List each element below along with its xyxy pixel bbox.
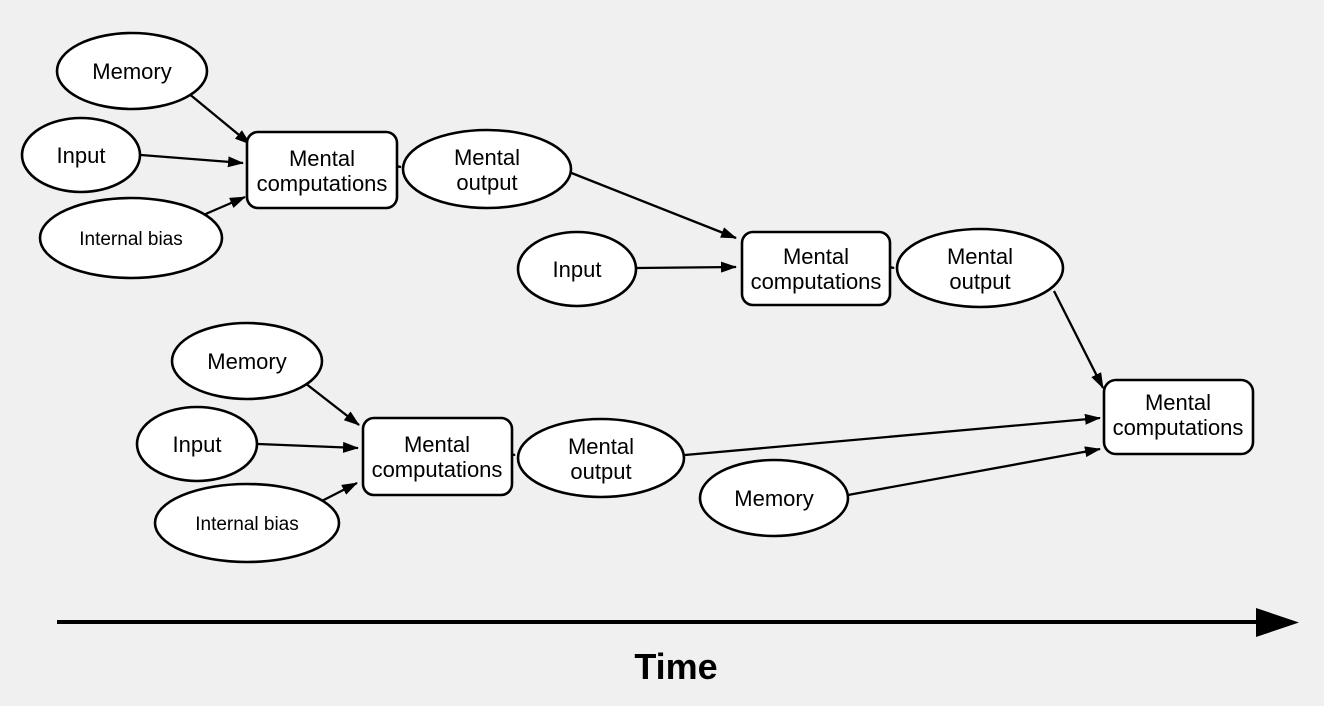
arrow-output1-to-computations2: [568, 170, 737, 240]
mental-output-ellipse-3: [516, 417, 686, 499]
time-axis-arrowhead-icon: [1256, 608, 1299, 637]
node-internal-bias-1: Internal bias: [38, 196, 224, 280]
node-memory-2: Memory: [170, 321, 324, 401]
mental-output-ellipse-2: [895, 227, 1065, 309]
node-internal-bias-2: Internal bias: [153, 482, 341, 564]
mental-computations-box-3: [361, 416, 514, 497]
mental-computations-box-1: [245, 130, 399, 210]
internal-bias-ellipse-2: [153, 482, 341, 564]
memory-2-label: Memory: [207, 349, 286, 374]
time-axis-label: Time: [634, 646, 717, 687]
node-input-3: Input: [135, 405, 259, 483]
mental-output-ellipse-1: [401, 128, 573, 210]
node-input-2: Input: [516, 230, 638, 308]
input-1-label: Input: [57, 143, 106, 168]
internal-bias-2-label: Internal bias: [195, 514, 299, 535]
memory-ellipse-1: [55, 31, 209, 111]
memory-ellipse-2: [170, 321, 324, 401]
arrow-memory3-to-computations4: [847, 446, 1101, 497]
mental-computations-3-line1: Mental: [404, 432, 470, 457]
mental-computations-4-line1: Mental: [1145, 390, 1211, 415]
mental-computations-2-line2: computations: [751, 269, 882, 294]
node-mental-computations-4: Mental computations: [1102, 378, 1255, 456]
mental-computations-3-line2: computations: [372, 457, 503, 482]
arrow-memory1-to-computations1: [181, 87, 251, 145]
arrow-output2-to-computations4: [1052, 290, 1105, 389]
memory-ellipse-3: [698, 458, 850, 538]
input-2-label: Input: [553, 257, 602, 282]
node-memory-1: Memory: [55, 31, 209, 111]
input-ellipse-3: [135, 405, 259, 483]
node-mental-computations-2: Mental computations: [740, 230, 892, 307]
node-memory-3: Memory: [698, 458, 850, 538]
memory-1-label: Memory: [92, 59, 171, 84]
mental-output-1-line1: Mental: [454, 145, 520, 170]
node-mental-output-1: Mental output: [401, 128, 573, 210]
input-3-label: Input: [173, 432, 222, 457]
internal-bias-1-label: Internal bias: [79, 229, 183, 250]
arrow-input1-to-computations1: [140, 153, 244, 168]
node-mental-computations-1: Mental computations: [245, 130, 399, 210]
mental-output-2-line2: output: [949, 269, 1010, 294]
mental-computations-box-4: [1102, 378, 1255, 456]
arrow-input3-to-computations3: [257, 441, 359, 453]
node-mental-output-3: Mental output: [516, 417, 686, 499]
node-mental-computations-3: Mental computations: [361, 416, 514, 497]
mental-computations-4-line2: computations: [1113, 415, 1244, 440]
node-input-1: Input: [20, 116, 142, 194]
mental-output-1-line2: output: [456, 170, 517, 195]
node-mental-output-2: Mental output: [895, 227, 1065, 309]
input-ellipse-1: [20, 116, 142, 194]
input-ellipse-2: [516, 230, 638, 308]
mental-output-3-line2: output: [570, 459, 631, 484]
internal-bias-ellipse-1: [38, 196, 224, 280]
memory-3-label: Memory: [734, 486, 813, 511]
arrow-output3-to-computations4: [684, 413, 1101, 457]
mental-output-3-line1: Mental: [568, 434, 634, 459]
mental-computations-2-line1: Mental: [783, 244, 849, 269]
arrow-input2-to-computations2: [636, 261, 737, 273]
mental-computations-box-2: [740, 230, 892, 307]
time-axis: Time: [57, 608, 1299, 687]
mental-computations-1-line2: computations: [257, 171, 388, 196]
mental-output-2-line1: Mental: [947, 244, 1013, 269]
mental-computations-1-line1: Mental: [289, 146, 355, 171]
